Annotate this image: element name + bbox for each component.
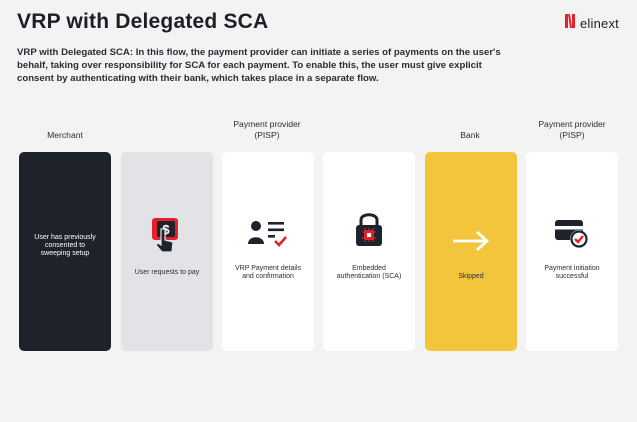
step-card-user-request: $ User requests to pay <box>121 152 213 351</box>
padlock-chip-icon <box>323 210 415 248</box>
step-text: VRP Payment details and confirmation <box>234 265 301 281</box>
column-label-merchant: Merchant <box>47 130 83 140</box>
step-text: User requests to pay <box>134 269 200 276</box>
phone-tap-icon: $ <box>121 215 213 255</box>
step-card-sca: Embedded authentication (SCA) <box>323 152 415 351</box>
user-list-check-icon <box>222 220 314 248</box>
step-text: Skipped <box>458 273 484 280</box>
column-label-pisp: Payment provider (PISP) <box>233 119 301 140</box>
step-card-payment-success: Payment initiation successful <box>526 152 618 351</box>
column-label-bank: Bank <box>460 130 480 140</box>
step-text: Payment initiation successful <box>544 265 600 281</box>
svg-text:$: $ <box>162 222 170 237</box>
step-card-consent: User has previously consented to sweepin… <box>19 152 111 351</box>
logo-text: elinext <box>580 16 619 31</box>
elinext-logo-icon <box>565 13 575 34</box>
step-text: User has previously consented to sweepin… <box>34 234 96 258</box>
page-description: VRP with Delegated SCA: In this flow, th… <box>17 47 501 85</box>
step-card-vrp-details: VRP Payment details and confirmation <box>222 152 314 351</box>
step-text: Embedded authentication (SCA) <box>336 265 402 281</box>
arrow-right-icon <box>425 230 517 252</box>
page-title: VRP with Delegated SCA <box>17 10 269 33</box>
step-card-skipped: Skipped <box>425 152 517 351</box>
column-label-pisp-final: Payment provider (PISP) <box>538 119 606 140</box>
brand-logo: elinext <box>565 13 619 34</box>
card-check-icon <box>526 218 618 250</box>
